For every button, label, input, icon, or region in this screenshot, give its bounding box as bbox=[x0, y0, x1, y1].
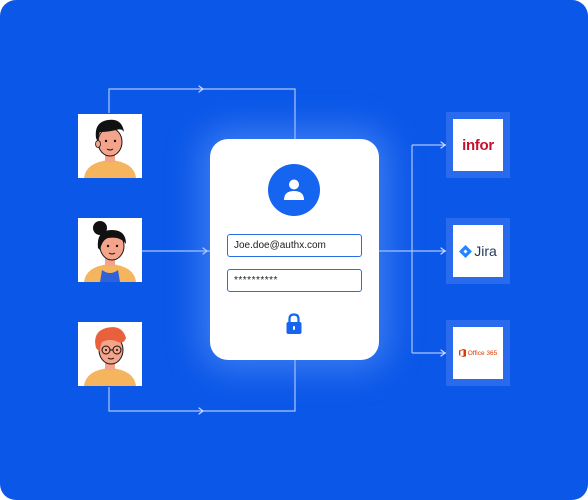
arrow-user-3 bbox=[198, 407, 204, 415]
user-icon bbox=[284, 179, 304, 200]
jira-icon bbox=[459, 244, 472, 258]
app-tile-jira[interactable]: Jira bbox=[453, 225, 503, 277]
app-frame-infor: infor bbox=[446, 112, 510, 178]
man-avatar-icon bbox=[84, 119, 136, 178]
user-tile-1 bbox=[78, 114, 142, 178]
user-icon-circle bbox=[268, 164, 320, 216]
lock-icon bbox=[286, 313, 302, 334]
app-tile-office[interactable]: Office 365 bbox=[453, 327, 503, 379]
login-card bbox=[210, 139, 379, 360]
office365-logo: Office 365 bbox=[453, 327, 503, 379]
app-frame-jira: Jira bbox=[446, 218, 510, 284]
woman-avatar-icon bbox=[84, 221, 136, 282]
email-field[interactable] bbox=[227, 234, 362, 257]
app-frame-office: Office 365 bbox=[446, 320, 510, 386]
arrow-user-1 bbox=[198, 85, 204, 93]
office-icon bbox=[458, 349, 466, 357]
office365-label: Office 365 bbox=[467, 349, 498, 357]
arrow-app-office bbox=[440, 349, 446, 357]
user-tile-2 bbox=[78, 218, 142, 282]
arrow-app-infor bbox=[440, 141, 446, 149]
arrow-user-2 bbox=[202, 247, 208, 255]
app-tile-infor[interactable]: infor bbox=[453, 119, 503, 171]
jira-label: Jira bbox=[474, 243, 497, 259]
man-with-glasses-avatar-icon bbox=[84, 327, 136, 386]
password-field[interactable] bbox=[227, 269, 362, 292]
arrow-app-jira bbox=[440, 247, 446, 255]
infor-logo: infor bbox=[462, 136, 494, 154]
user-tile-3 bbox=[78, 322, 142, 386]
jira-logo: Jira bbox=[453, 225, 503, 277]
